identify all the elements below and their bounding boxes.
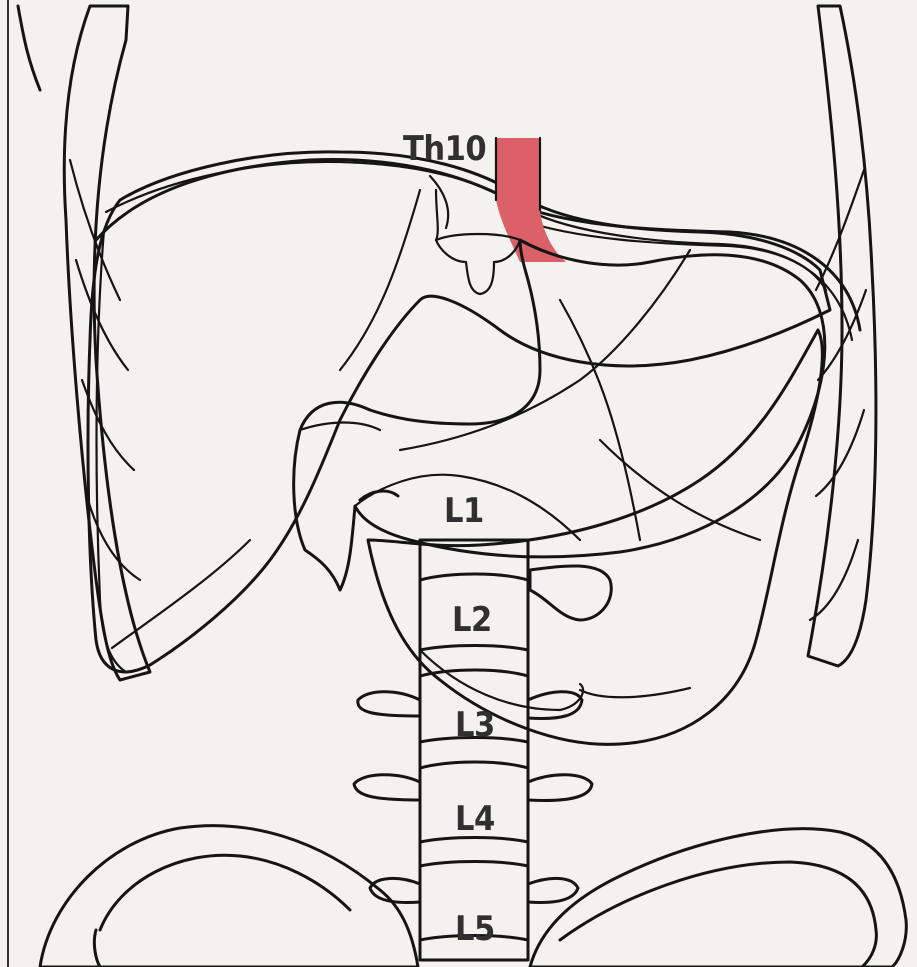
- label-l2: L2: [452, 603, 492, 637]
- label-l5: L5: [455, 912, 495, 946]
- label-l3: L3: [455, 708, 495, 742]
- label-l4: L4: [455, 802, 495, 836]
- label-l1: L1: [444, 494, 484, 528]
- label-th10: Th10: [403, 132, 486, 166]
